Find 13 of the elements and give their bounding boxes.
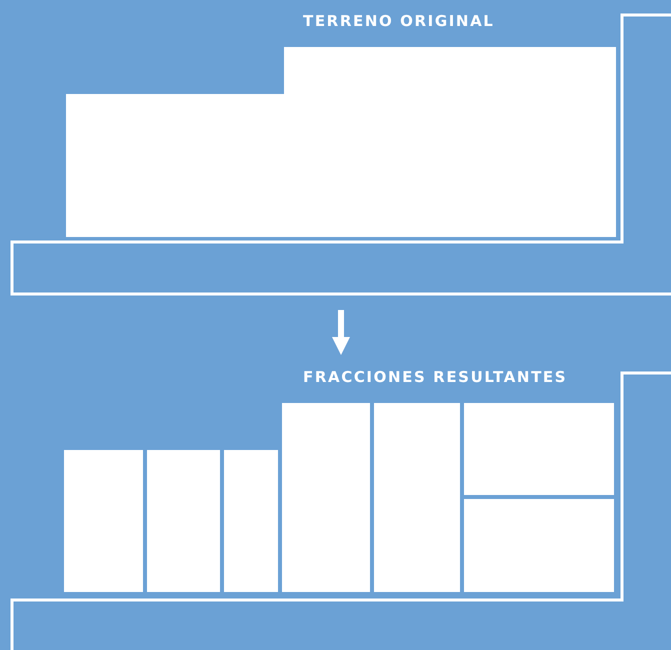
lot-shape (147, 450, 220, 592)
lot-shape (464, 499, 614, 592)
lot-shape (374, 403, 460, 592)
lot-shape (224, 450, 278, 592)
section-title: FRACCIONES RESULTANTES (303, 368, 568, 386)
plot-frame (10, 368, 671, 650)
lot-shape (282, 403, 370, 592)
lot-shape (464, 403, 614, 495)
lot-shape (64, 450, 143, 592)
arrow (332, 310, 350, 355)
lot-shape (66, 47, 616, 237)
section-title: TERRENO ORIGINAL (303, 12, 494, 30)
plot-frame (10, 12, 671, 298)
